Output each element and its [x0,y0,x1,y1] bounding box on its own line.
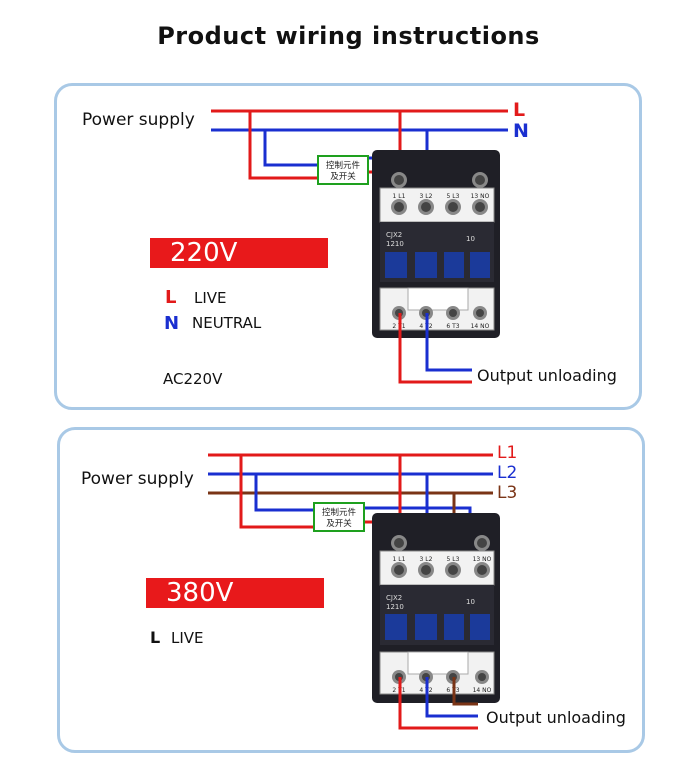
line-n-label: N [513,120,529,142]
legend-letter-l: L [165,287,177,308]
line-l2-label: L2 [497,463,518,483]
output-label-220v: Output unloading [477,366,617,385]
power-supply-label-380v: Power supply [81,469,194,489]
legend-text-live-380v: LIVE [171,629,204,647]
voltage-bar-380v: 380V [146,578,324,608]
legend-text-live: LIVE [194,289,227,307]
wiring-panel-220v [54,83,642,410]
line-l-label: L [513,99,526,121]
page-title: Product wiring instructions [157,22,540,50]
line-l1-label: L1 [497,443,518,463]
output-label-380v: Output unloading [486,708,626,727]
power-supply-label-220v: Power supply [82,110,195,130]
voltage-bar-220v: 220V [150,238,328,268]
legend-letter-l-380v: L [150,628,161,647]
legend-letter-n: N [164,313,180,334]
ac-voltage-label: AC220V [163,370,223,388]
line-l3-label: L3 [497,483,518,503]
legend-text-neutral: NEUTRAL [192,314,262,332]
